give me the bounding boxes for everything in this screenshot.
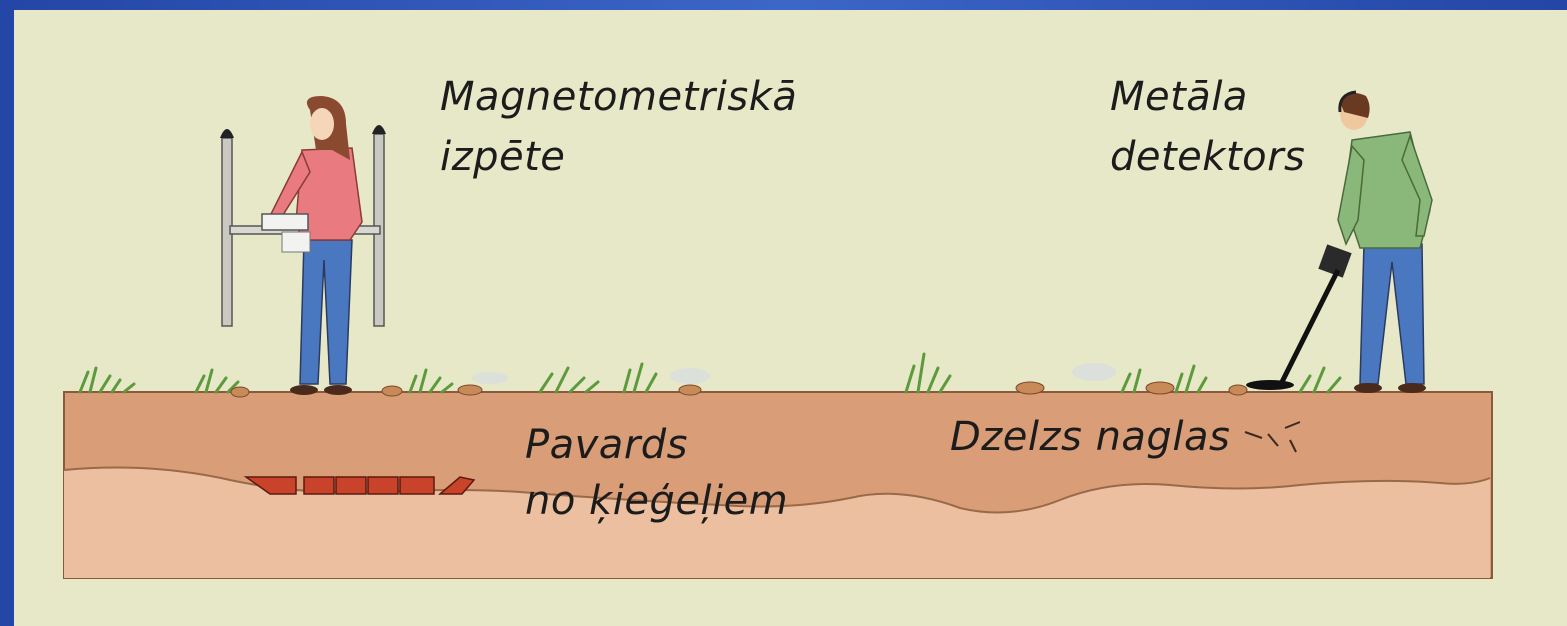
magnetometry-label-line1: Magnetometriskā — [440, 74, 797, 120]
detector-label-line2: detektors — [1110, 134, 1305, 180]
nails-label: Dzelzs naglas — [950, 414, 1230, 460]
detector-label-line1: Metāla — [1110, 74, 1248, 120]
dust-clouds — [472, 363, 1116, 384]
magnetometry-label-line2: izpēte — [440, 134, 565, 180]
hearth-label-line1: Pavards — [525, 422, 688, 468]
hearth-label-line2: no ķieģeļiem — [525, 478, 788, 524]
magnetometer-surveyor-figure — [220, 96, 386, 395]
